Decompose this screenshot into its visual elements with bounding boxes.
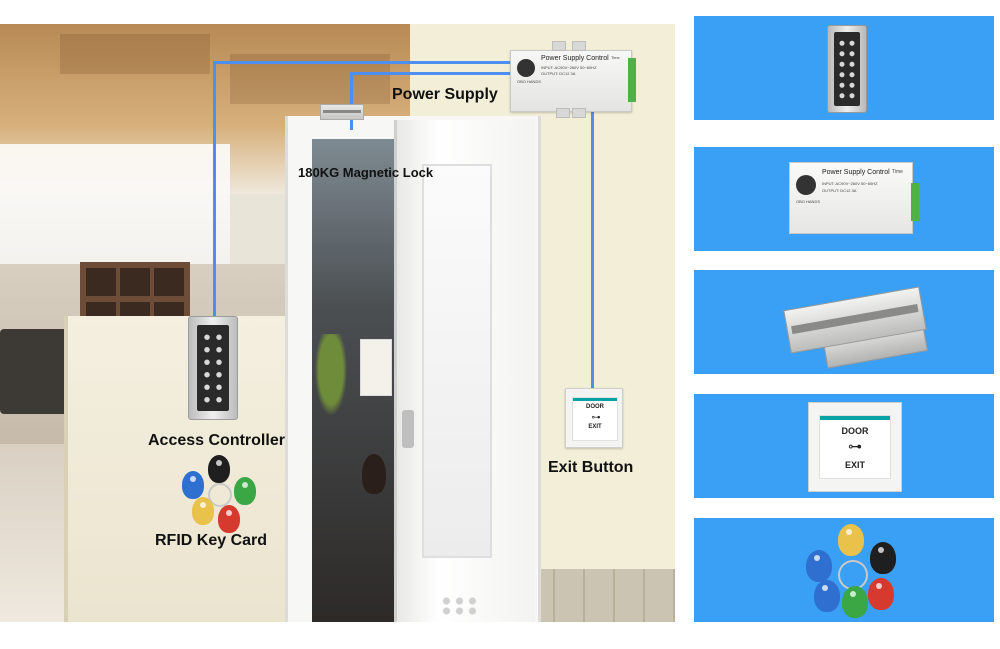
panel-exit-button: DOOR ⊶ EXIT: [694, 394, 994, 498]
key-icon: ⊶: [848, 438, 862, 454]
fob-black-icon: [870, 542, 896, 574]
exit-button-door-text: DOOR: [841, 426, 869, 436]
wire-lock-top: [350, 72, 511, 75]
lamp: [360, 339, 392, 396]
power-supply-image: Power Supply Control INPUT: AC90V~260V 5…: [789, 162, 913, 234]
key-icon: ⊶: [591, 412, 601, 422]
hand-logo-icon: [796, 175, 816, 195]
psu-time: Time: [892, 169, 903, 175]
psu-mount: [572, 108, 586, 118]
label-magnetic-lock: 180KG Magnetic Lock: [298, 165, 434, 180]
keypad-keys: [201, 331, 225, 405]
vase: [362, 454, 386, 494]
psu-time: Time: [611, 55, 620, 60]
shelf-cell: [154, 268, 184, 296]
label-rfid-key-card: RFID Key Card: [155, 532, 268, 549]
rfid-fobs: [180, 455, 260, 535]
exit-button-exit-text: EXIT: [588, 424, 602, 430]
wire-controller: [213, 61, 216, 317]
panel-access-controller: [694, 16, 994, 120]
door-glass: [422, 164, 492, 558]
psu-mount: [552, 41, 566, 51]
psu-brand: OBO HANDS: [517, 79, 542, 84]
rfid-fobs-image: [804, 524, 900, 618]
exit-button-face: DOOR ⊶ EXIT: [572, 397, 618, 441]
fob-blue-icon: [806, 550, 832, 582]
shelf-cell: [86, 268, 116, 296]
fob-red-icon: [218, 505, 240, 533]
shelf-cell: [120, 268, 150, 296]
label-power-supply: Power Supply: [392, 86, 498, 103]
exit-button-exit-text: EXIT: [844, 460, 865, 470]
psu-title: Power Supply Control: [822, 169, 890, 176]
keypad-keys: [837, 38, 857, 100]
panel-magnetic-lock: [694, 270, 994, 374]
exit-button-stripe: [820, 416, 890, 420]
exit-button-device: DOOR ⊶ EXIT: [565, 388, 623, 448]
psu-title: Power Supply Control: [541, 55, 609, 62]
hand-logo-icon: [517, 59, 535, 77]
access-controller-image: [827, 25, 867, 113]
wire-top: [213, 61, 511, 64]
access-controller-device: [188, 316, 238, 420]
psu-terminal-block: [628, 58, 636, 102]
exit-button-image: DOOR ⊶ EXIT: [808, 402, 902, 492]
psu-mount: [556, 108, 570, 118]
psu-input: INPUT: AC90V~260V 50~60HZ: [822, 181, 878, 186]
partition-wall: [64, 316, 300, 622]
fob-green-icon: [234, 477, 256, 505]
power-supply-device: Power Supply Control INPUT: AC90V~260V 5…: [510, 50, 632, 112]
magnetic-lock-device: [320, 104, 364, 120]
plant: [312, 334, 350, 424]
panel-power-supply: Power Supply Control INPUT: AC90V~260V 5…: [694, 147, 994, 251]
fob-yellow-icon: [838, 524, 864, 556]
door-vent-dots: [440, 596, 480, 616]
ceiling-tile: [60, 34, 210, 74]
psu-terminal-block: [911, 183, 919, 221]
armchair: [0, 329, 70, 414]
psu-output: OUTPUT: DC12 3A: [822, 188, 857, 193]
wire-exit: [591, 110, 594, 390]
floor-tiles: [525, 569, 675, 622]
label-access-controller: Access Controller: [148, 432, 285, 449]
exit-button-face: DOOR ⊶ EXIT: [819, 415, 891, 479]
key-ring-icon: [208, 483, 232, 507]
psu-brand: OBO HANDS: [796, 199, 821, 204]
fob-green-icon: [842, 586, 868, 618]
wire-lock: [350, 72, 353, 130]
fob-blue-icon: [182, 471, 204, 499]
fob-blue-icon: [814, 580, 840, 612]
label-exit-button: Exit Button: [548, 459, 634, 476]
fob-red-icon: [868, 578, 894, 610]
door-handle: [402, 410, 414, 448]
psu-output: OUTPUT: DC12 3A: [541, 71, 576, 76]
fob-black-icon: [208, 455, 230, 483]
psu-input: INPUT: AC90V~260V 50~60HZ: [541, 65, 597, 70]
exit-button-stripe: [573, 398, 617, 401]
exit-button-door-text: DOOR: [586, 404, 604, 410]
fob-yellow-icon: [192, 497, 214, 525]
panel-rfid-key-card: [694, 518, 994, 622]
psu-mount: [572, 41, 586, 51]
